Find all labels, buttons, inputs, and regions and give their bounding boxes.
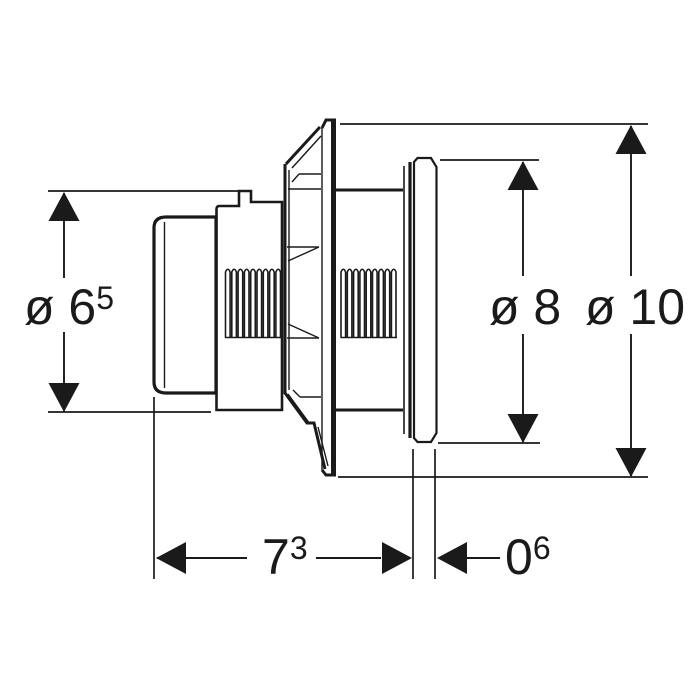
dimension-projection-depth: 73 — [153, 397, 414, 585]
extension-lines — [338, 123, 648, 478]
arrow-left — [437, 542, 467, 574]
flange-plate — [320, 118, 336, 477]
rosette — [412, 156, 438, 444]
arrow-up — [507, 161, 539, 190]
arrow-left — [156, 542, 186, 574]
label-rosette-diameter: ø 8 — [489, 279, 561, 335]
cone-outer-edges — [283, 125, 327, 470]
rosette-outline — [412, 156, 438, 444]
arrow-down — [507, 414, 539, 443]
cap-outline — [152, 215, 218, 395]
arrow-down — [615, 448, 647, 477]
dimension-rosette-diameter: ø 8 — [438, 159, 561, 444]
label-projection-depth: 73 — [262, 529, 308, 585]
cone-inner-edges — [287, 135, 329, 467]
dimension-plate-diameter: ø 10 — [338, 123, 685, 478]
gasket-disc — [403, 162, 412, 438]
spring-left-coils — [224, 268, 282, 339]
dimension-rosette-thickness: 06 — [434, 449, 551, 585]
spring-right-coils — [340, 268, 397, 339]
label-rosette-thickness: 06 — [505, 529, 551, 585]
arrow-down — [48, 383, 80, 412]
spring-right — [340, 268, 397, 339]
spring-left — [224, 268, 282, 339]
extension-lines — [153, 397, 414, 579]
button-cap — [152, 215, 218, 395]
threaded-sleeve — [336, 188, 403, 412]
label-plate-diameter: ø 10 — [585, 279, 685, 335]
cone-ribs — [287, 173, 321, 398]
cone-flange — [283, 125, 329, 470]
label-left-diameter: ø 65 — [24, 279, 114, 335]
arrow-up — [48, 192, 80, 221]
arrow-right — [382, 542, 412, 574]
extension-lines — [48, 190, 244, 413]
dimension-left-diameter: ø 65 — [24, 190, 244, 413]
arrow-up — [615, 125, 647, 154]
